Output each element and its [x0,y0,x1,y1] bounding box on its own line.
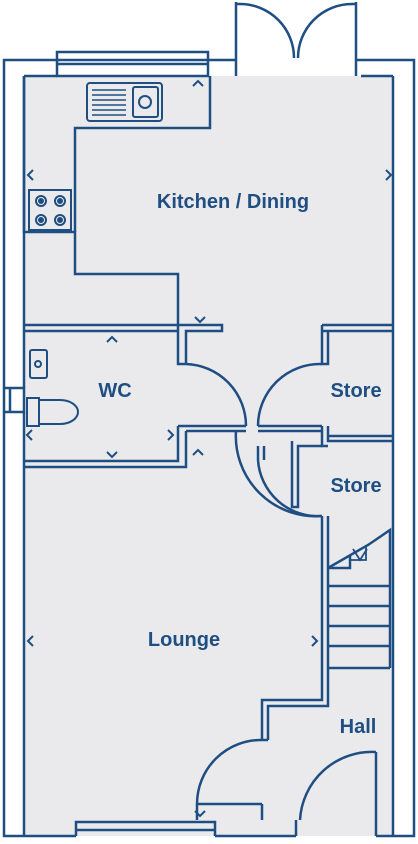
room-label-kitchen-dining: Kitchen / Dining [157,191,309,213]
kitchen-sink-icon [86,82,163,122]
room-label-store-lower: Store [330,475,381,497]
room-label-hall: Hall [340,716,377,738]
staircase [327,527,392,670]
room-label-store-upper: Store [330,380,381,402]
toilet-icon [26,397,79,427]
hob-icon [28,189,72,231]
room-label-wc: WC [98,380,131,402]
room-label-lounge: Lounge [148,629,220,651]
dimension-markers [25,79,393,818]
basin-icon [29,349,48,379]
door-swings [185,2,378,821]
floor-area [24,76,393,836]
